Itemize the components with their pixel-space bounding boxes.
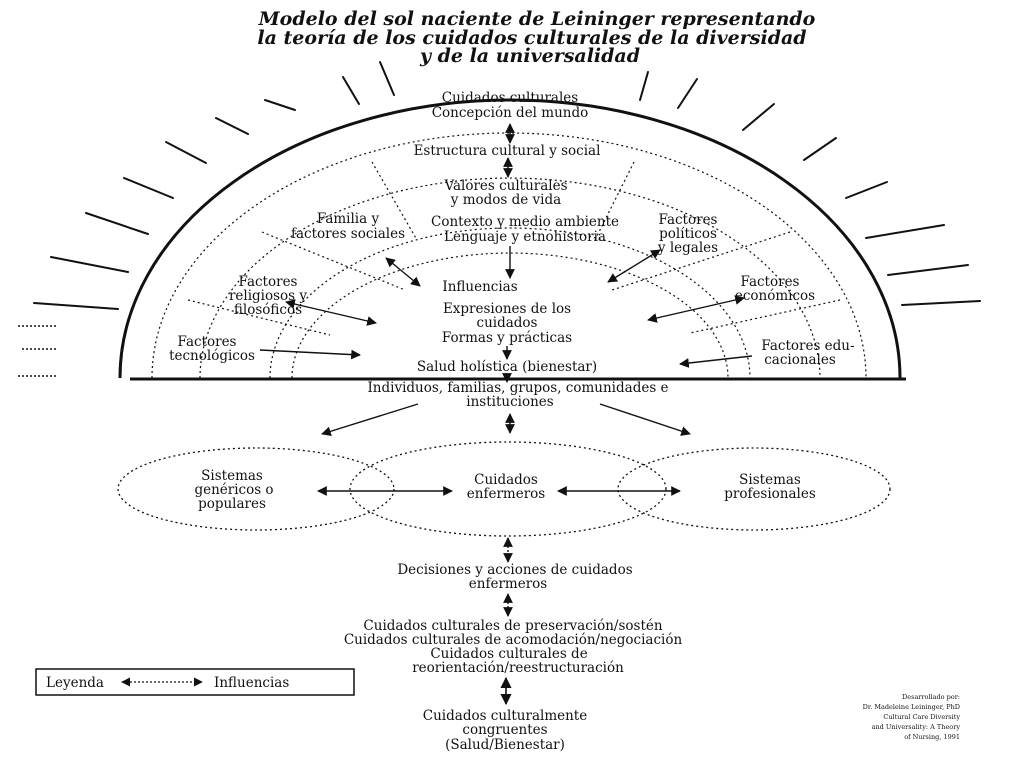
nursing-line-1: Cuidados: [474, 472, 538, 488]
expressions-line-2: cuidados: [477, 315, 538, 331]
decisions-line-1: Decisiones y acciones de cuidados: [397, 562, 632, 578]
title-line-3: y de la universalidad: [419, 45, 640, 67]
left-edge-marks: [18, 325, 58, 377]
religious-line-3: filosóficos: [234, 302, 302, 318]
nursing-line-2: enfermeros: [467, 486, 545, 502]
credit-line-5: of Nursing, 1991: [904, 733, 960, 741]
context-line-2: Lenguaje y etnohistoria: [444, 229, 606, 245]
individuals-line-2: instituciones: [466, 394, 553, 410]
professional-line-2: profesionales: [724, 486, 816, 502]
worldview-line-2: Concepción del mundo: [432, 105, 589, 121]
values-line-1: Valores culturales: [443, 178, 567, 194]
third-arc: [199, 177, 821, 379]
legend-label: Leyenda: [46, 675, 104, 691]
sun-arrows: [259, 123, 753, 383]
lower-arrows-top: [321, 403, 691, 437]
professional-line-1: Sistemas: [739, 472, 801, 488]
credit-line-3: Cultural Care Diversity: [883, 713, 960, 721]
sun-rays: [33, 61, 981, 310]
legend-box: Leyenda Influencias: [35, 668, 355, 696]
edu-line-2: cacionales: [764, 352, 836, 368]
religious-line-1: Factores: [239, 274, 298, 290]
accommodation-label: Cuidados culturales de acomodación/negoc…: [344, 632, 683, 648]
credit-line-2: Dr. Madeleine Leininger, PhD: [863, 703, 960, 711]
repatterning-line-2: reorientación/reestructuración: [412, 660, 624, 676]
political-line-3: y legales: [657, 240, 718, 256]
tech-line-2: tecnológicos: [169, 348, 255, 364]
decisions-line-2: enfermeros: [469, 576, 547, 592]
influences-label: Influencias: [442, 279, 517, 295]
generic-line-3: populares: [198, 496, 266, 512]
congruent-line-1: Cuidados culturalmente: [423, 708, 587, 724]
family-line-2: factores sociales: [291, 226, 405, 242]
congruent-line-2: congruentes: [462, 722, 547, 738]
economic-line-1: Factores: [741, 274, 800, 290]
credit-block: Desarrollado por: Dr. Madeleine Leininge…: [863, 693, 961, 741]
political-line-1: Factores: [659, 212, 718, 228]
repatterning-line-1: Cuidados culturales de: [430, 646, 587, 662]
individuals-line-1: Individuos, familias, grupos, comunidade…: [367, 380, 668, 396]
edu-line-1: Factores edu-: [761, 338, 854, 354]
title-line-2: la teoría de los cuidados culturales de …: [257, 27, 806, 49]
outer-sun-arc: [118, 98, 902, 379]
professional-systems-ellipse: [617, 447, 891, 531]
family-line-1: Familia y: [317, 211, 380, 227]
fourth-arc: [269, 227, 751, 379]
generic-line-2: genéricos o: [194, 482, 273, 498]
legend-influences-label: Influencias: [214, 675, 289, 691]
economic-line-2: económicos: [735, 288, 815, 304]
expressions-line-1: Expresiones de los: [443, 301, 571, 317]
forms-practices: Formas y prácticas: [442, 330, 572, 346]
worldview-line-1: Cuidados culturales: [442, 90, 579, 106]
congruent-line-3: (Salud/Bienestar): [445, 737, 565, 753]
preservation-label: Cuidados culturales de preservación/sost…: [363, 618, 662, 634]
political-line-2: políticos: [659, 226, 717, 242]
generic-line-1: Sistemas: [201, 468, 263, 484]
tech-line-1: Factores: [178, 334, 237, 350]
credit-line-1: Desarrollado por:: [902, 693, 960, 701]
context-line-1: Contexto y medio ambiente: [431, 214, 619, 230]
holistic-health: Salud holística (bienestar): [417, 359, 597, 375]
title-line-1: Modelo del sol naciente de Leininger rep…: [258, 8, 816, 30]
credit-line-4: and Universality: A Theory: [872, 723, 961, 731]
values-line-2: y modos de vida: [450, 192, 561, 208]
cultural-social-structure: Estructura cultural y social: [414, 143, 601, 159]
